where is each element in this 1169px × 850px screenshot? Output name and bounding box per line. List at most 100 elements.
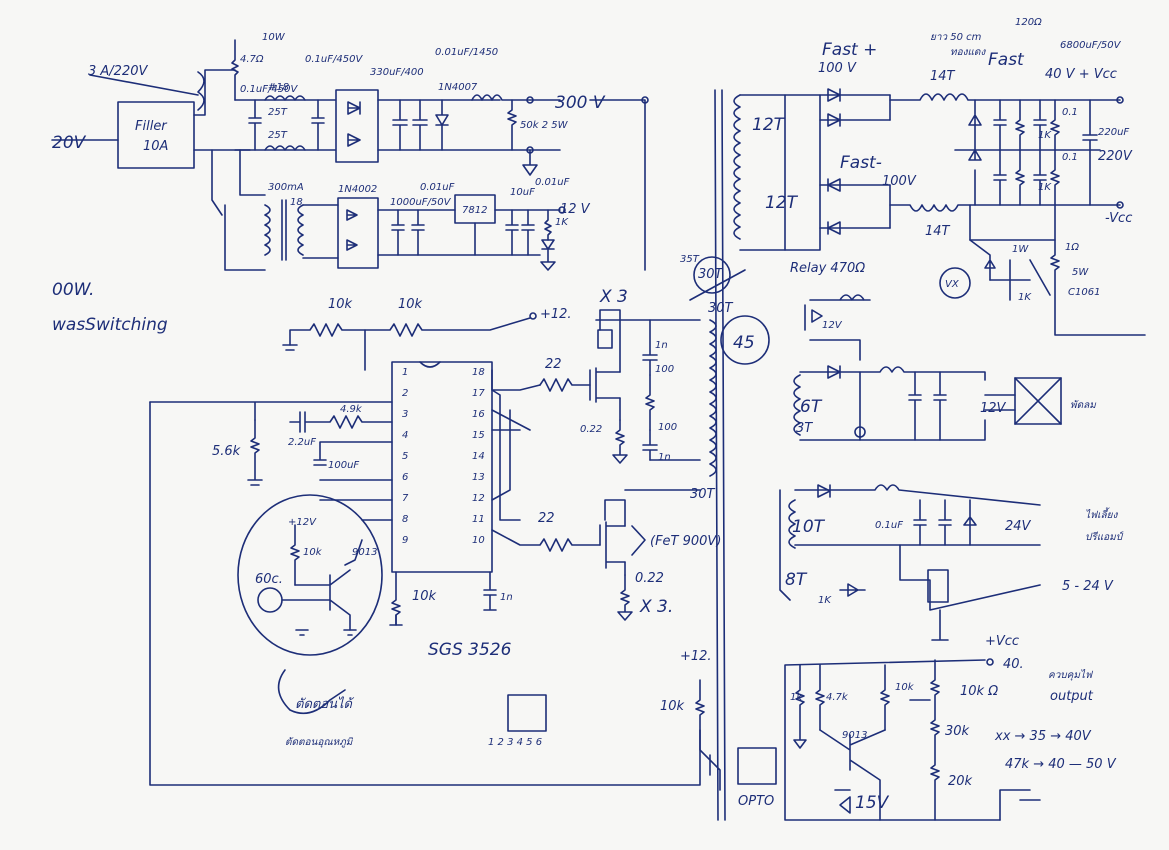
lbl-thai-cut-sub: ตัดตอนอุณหภูมิ — [285, 736, 354, 748]
ic-pin-7: 7 — [402, 493, 409, 504]
aux-regulator — [927, 569, 949, 603]
lbl-t12a: 12T — [752, 115, 786, 135]
mains-input-section — [51, 39, 649, 271]
lbl-fast-plus: Fast + — [822, 40, 877, 60]
lbl-t30b: 30T — [708, 301, 734, 316]
ic-pin-8: 8 — [402, 514, 408, 525]
ic-pin-11: 11 — [472, 514, 485, 525]
lbl-r10k-b: 10k — [398, 297, 423, 312]
voltage-feedback — [784, 658, 1041, 821]
lbl-input-v: 20V — [52, 133, 87, 153]
lbl-c10: 10uF — [510, 187, 535, 198]
lbl-40v: 40 V + Vcc — [1045, 67, 1117, 82]
lbl-r10k-opto: 10k — [660, 699, 685, 714]
lbl-thai-wire-b: ทองแดง — [950, 47, 986, 58]
lbl-t25a: 25T — [268, 107, 288, 118]
lbl-r10k-therm: 10k — [303, 547, 323, 558]
lbl-plus12-opto: +12. — [680, 649, 712, 664]
bridge-rectifier-top — [335, 89, 379, 163]
lbl-t30a: 30T — [698, 267, 724, 282]
lbl-5-24v: 5 - 24 V — [1062, 579, 1114, 594]
lbl-r1ka: 1K — [1038, 130, 1052, 141]
lbl-thai-aux-b: ปรีแอมป์ — [1085, 531, 1124, 543]
lbl-r1k-led: 1K — [555, 217, 569, 228]
relay-fan — [793, 294, 1062, 441]
lbl-fast-mid: Fast — [988, 50, 1025, 70]
lbl-t12b: 12T — [765, 193, 799, 213]
lbl-r10k-a: 10k — [328, 297, 353, 312]
lbl-relay: Relay 470Ω — [790, 261, 865, 276]
lbl-c100: 100uF — [328, 460, 359, 471]
lbl-1n4007: 1N4007 — [438, 82, 478, 93]
ic-pin-2: 2 — [402, 388, 408, 399]
lbl-filter-rating: 10A — [143, 139, 168, 154]
lbl-7812: 7812 — [462, 205, 487, 216]
ic-pin-17: 17 — [472, 388, 485, 399]
lbl-thai-aux: ไฟเลี้ยง — [1085, 507, 1119, 521]
lbl-40-out: 40. — [1003, 657, 1024, 672]
ic-pin-9: 9 — [402, 535, 408, 546]
ic-pin-3: 3 — [402, 409, 408, 420]
lbl-t6: 6T — [800, 397, 823, 417]
lbl-r47k-fb: 4.7k — [826, 692, 849, 703]
lbl-adj-a: xx → 35 → 40V — [994, 729, 1092, 744]
lbl-x3-bot: X 3. — [639, 597, 673, 617]
lbl-c220: 220uF — [1098, 127, 1129, 138]
lbl-c001-1450: 0.01uF/1450 — [435, 47, 498, 58]
fuse-arrow — [89, 74, 199, 96]
vx-meter — [939, 267, 971, 299]
opto-pinout — [507, 694, 547, 732]
ic-pin-6: 6 — [402, 472, 408, 483]
lbl-t14a: 14T — [930, 69, 956, 84]
lbl-r100a: 100 — [655, 364, 674, 375]
thermal-circle — [237, 494, 383, 656]
fan-symbol — [1014, 377, 1062, 425]
lbl-c001b: 0.01uF — [535, 177, 570, 188]
pwm-controller — [149, 312, 701, 786]
lbl-power-rating: 00W. — [52, 280, 94, 300]
lbl-fan: พัดลม — [1070, 400, 1097, 411]
turns-circle-45 — [720, 315, 770, 365]
lbl-plus-vcc: +Vcc — [985, 634, 1019, 649]
lbl-r47: 4.7Ω — [240, 54, 264, 65]
lbl-filter: Filler — [135, 119, 168, 134]
lbl-r22-bot: 22 — [538, 511, 555, 526]
lbl-fet: (FeT 900V) — [650, 534, 721, 549]
lbl-r22-top: 22 — [545, 357, 562, 372]
lbl-t14b: 14T — [925, 224, 951, 239]
lbl-wire18: #18 — [268, 82, 289, 93]
lbl-c01a: 0.1uF/450V — [240, 84, 298, 95]
lbl-c22: 2.2uF — [288, 437, 316, 448]
lbl-vx: VX — [945, 279, 960, 290]
lbl-15v: 15V — [855, 793, 890, 813]
lbl-c1n-top: 1n — [655, 340, 668, 351]
lbl-100v-minus: 100V — [882, 174, 917, 189]
main-transformer — [689, 89, 770, 821]
lbl-r49k: 4.9k — [340, 404, 363, 415]
lbl-r1kb: 1K — [1038, 182, 1052, 193]
lbl-thai-cut: ตัดตอนได้ — [295, 696, 355, 712]
lbl-r5w: 5W — [1072, 267, 1089, 278]
lbl-r1-5w: 1Ω — [1065, 242, 1079, 253]
lbl-r56k: 5.6k — [212, 444, 241, 459]
lbl-t3: 3T — [796, 421, 813, 436]
lbl-r01b: 0.1 — [1062, 152, 1078, 163]
output-rectifier — [739, 88, 1124, 251]
lbl-ic: SGS 3526 — [428, 640, 512, 660]
lbl-12v-fan: 12V — [980, 401, 1007, 416]
lbl-r30k: 30k — [945, 724, 970, 739]
lbl-plus12-mid: +12V — [288, 517, 317, 528]
lbl-fuse: 3 A/220V — [88, 64, 148, 79]
lbl-t45: 45 — [733, 333, 755, 353]
lbl-q9013-fb: 9013 — [842, 730, 867, 741]
lbl-switching: wasSwitching — [52, 315, 168, 335]
lbl-t18: 18 — [290, 197, 303, 208]
lbl-c330: 330uF/400 — [370, 67, 424, 78]
lbl-q9013: 9013 — [352, 547, 377, 558]
opto-box — [737, 747, 777, 785]
lbl-opto-pins: 1 2 3 4 5 6 — [488, 737, 542, 748]
lbl-r022-top: 0.22 — [580, 424, 602, 435]
ic-pin-5: 5 — [402, 451, 408, 462]
